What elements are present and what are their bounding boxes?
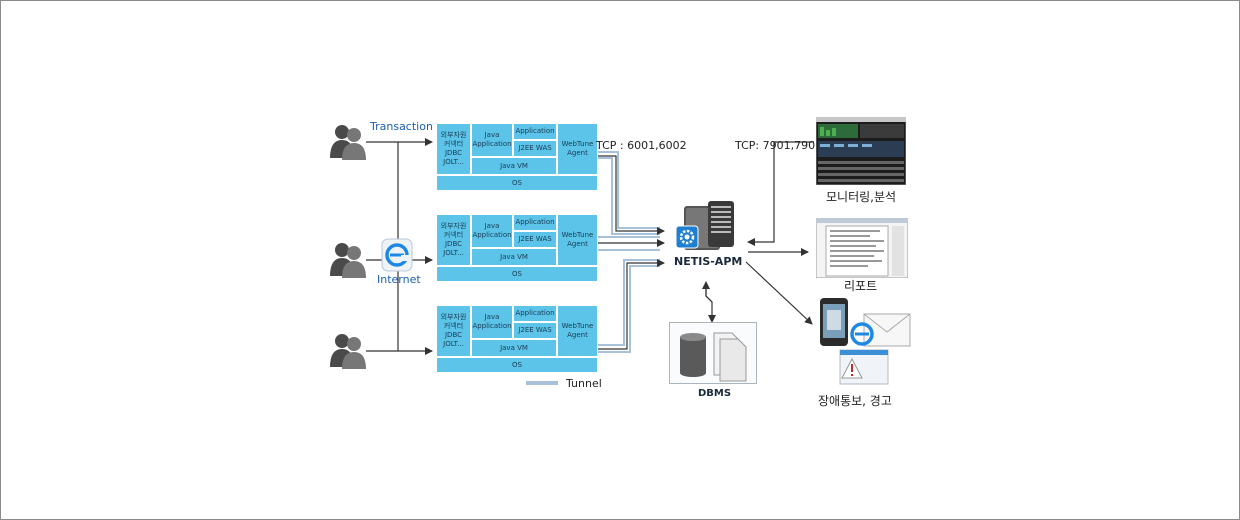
dbms-arrow-down — [705, 284, 716, 323]
tunnel-3a — [598, 259, 660, 346]
j2ee-was-cell: J2EE WAS — [514, 141, 556, 156]
tcp-inbound-label: TCP : 6001,6002 — [596, 139, 687, 152]
tcp-outbound-label: TCP: 7901,7902 — [735, 139, 823, 152]
tunnel-1b — [598, 157, 660, 235]
user-group-icon — [330, 125, 366, 160]
tunnel-3b — [598, 265, 660, 353]
application-cell: Application — [514, 215, 556, 230]
application-cell: Application — [514, 124, 556, 139]
java-vm-cell: Java VM — [472, 340, 556, 356]
monitoring-label: 모니터링,분석 — [826, 190, 897, 204]
netis-apm-label: NETIS-APM — [674, 255, 743, 268]
dbms-box — [669, 322, 757, 384]
java-vm-cell: Java VM — [472, 158, 556, 174]
alert-arrow — [745, 261, 813, 325]
dbms-label: DBMS — [698, 388, 732, 399]
report-label: 리포트 — [844, 279, 878, 293]
monitoring-screenshot — [816, 117, 906, 185]
os-cell: OS — [437, 267, 597, 281]
os-cell: OS — [437, 358, 597, 372]
alert-notification-icons — [820, 298, 911, 385]
os-cell: OS — [437, 176, 597, 190]
report-screenshot — [816, 218, 908, 278]
application-cell: Application — [514, 306, 556, 321]
tunnel-legend-label: Tunnel — [566, 377, 602, 390]
monitor-arrow — [747, 141, 814, 246]
warning-window-icon — [839, 349, 889, 385]
internet-browser-icon — [381, 238, 413, 272]
internet-label: Internet — [377, 273, 421, 286]
agent-3-arrow — [598, 259, 665, 350]
netis-apm-server-icon — [675, 201, 734, 250]
user-group-icon — [330, 243, 366, 278]
database-icon — [680, 332, 747, 382]
user-group-icon — [330, 334, 366, 369]
dbms-arrow-up — [702, 281, 713, 303]
java-vm-cell: Java VM — [472, 249, 556, 265]
j2ee-was-cell: J2EE WAS — [514, 232, 556, 247]
transaction-label: Transaction — [370, 120, 433, 133]
agent-1-arrow — [598, 155, 665, 235]
tunnel-1a — [598, 151, 660, 229]
j2ee-was-cell: J2EE WAS — [514, 323, 556, 338]
browser-icon — [850, 322, 874, 346]
alert-label: 장애통보, 경고 — [818, 394, 892, 408]
